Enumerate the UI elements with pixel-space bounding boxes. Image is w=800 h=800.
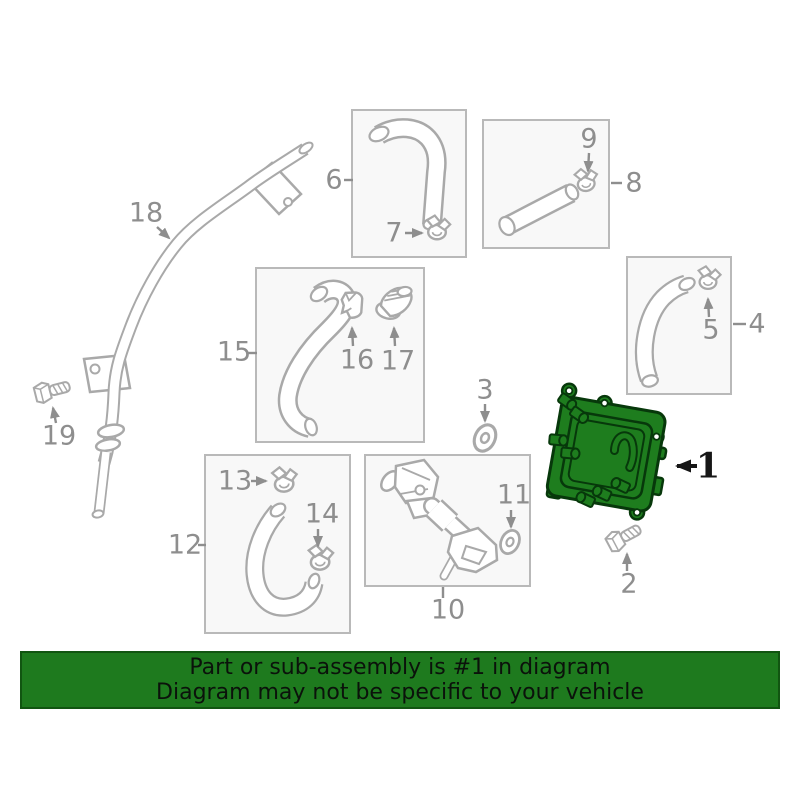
callout-7: 7 <box>385 217 403 249</box>
part-17-connector <box>375 285 413 320</box>
callout-17: 17 <box>380 345 416 377</box>
callout-5: 5 <box>702 314 720 346</box>
leader-arrow-16 <box>347 326 358 347</box>
leader-arrow-17 <box>389 326 400 347</box>
callout-9: 9 <box>580 123 598 155</box>
part-16-connector <box>340 291 364 319</box>
part-18-pipe <box>82 141 314 519</box>
notice-line-1: Part or sub-assembly is #1 in diagram <box>189 655 611 680</box>
notice-banner: Part or sub-assembly is #1 in diagram Di… <box>20 651 780 709</box>
callout-16: 16 <box>339 344 375 376</box>
callout-3: 3 <box>476 374 494 406</box>
leader-arrow-5 <box>703 297 714 318</box>
leader-arrow-18 <box>156 226 171 240</box>
part-2-bolt <box>603 518 646 555</box>
callout-19: 19 <box>41 420 77 452</box>
callout-18: 18 <box>128 197 164 229</box>
callout-4: 4 <box>748 308 766 340</box>
part-12-hose <box>245 502 324 617</box>
part-10-tube-assembly <box>380 458 499 581</box>
part-3-washer <box>468 419 502 457</box>
part-15-hose <box>277 279 357 438</box>
callout-11: 11 <box>496 479 532 511</box>
part-8-hose <box>498 183 580 237</box>
callout-8: 8 <box>625 167 643 199</box>
part-1-oil-cooler-highlighted <box>545 382 668 521</box>
leader-arrow-19 <box>50 406 60 424</box>
callout-10: 10 <box>430 594 466 626</box>
callout-15: 15 <box>216 336 252 368</box>
part-4-hose <box>634 274 696 388</box>
leader-arrow-9 <box>583 152 594 173</box>
callout-2: 2 <box>620 568 638 600</box>
callout-13: 13 <box>217 465 253 497</box>
callout-1: 1 <box>695 445 721 487</box>
callout-6: 6 <box>325 164 343 196</box>
callout-12: 12 <box>167 529 203 561</box>
callout-14: 14 <box>304 498 340 530</box>
part-19-bolt <box>32 375 73 406</box>
notice-line-2: Diagram may not be specific to your vehi… <box>156 680 644 705</box>
